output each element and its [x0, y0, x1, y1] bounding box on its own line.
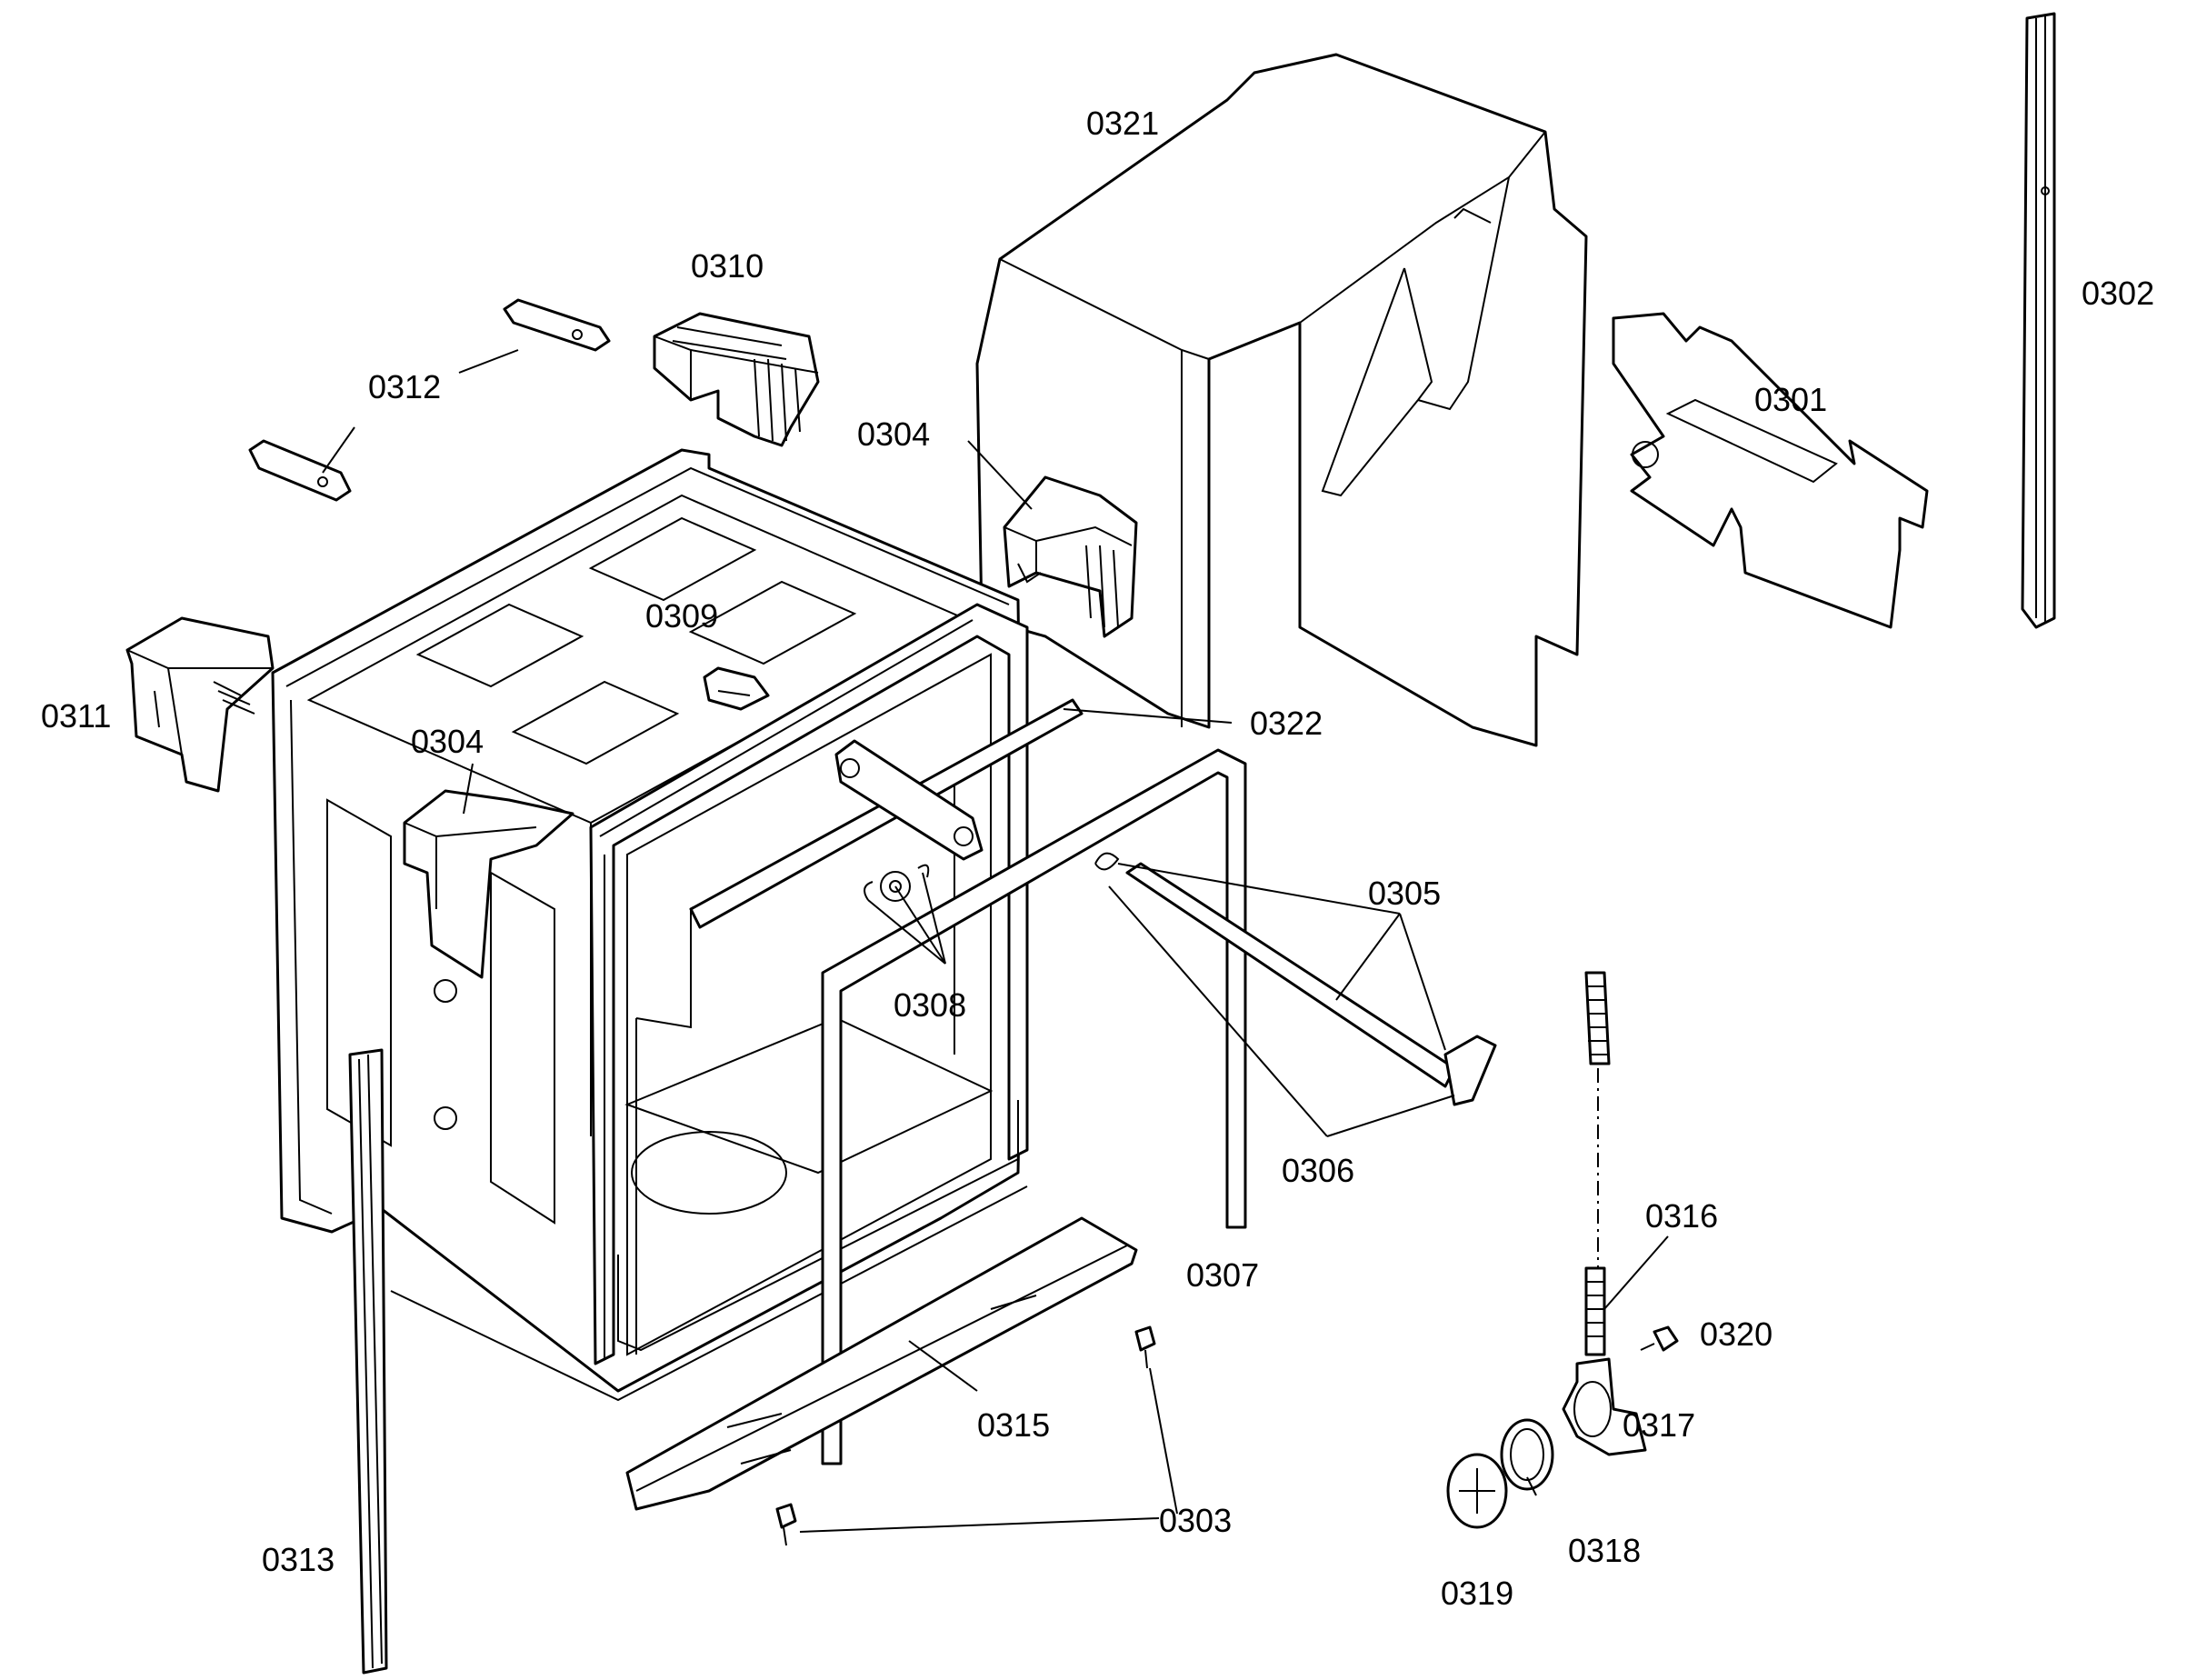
- part-0312-bracket-lower: [248, 439, 352, 502]
- part-0309-clip: [703, 666, 770, 711]
- label-0303: 0303: [1159, 1502, 1232, 1539]
- part-0307-door-seal: [821, 748, 1247, 1465]
- part-0320-screw: [1640, 1325, 1679, 1352]
- label-0313: 0313: [262, 1541, 335, 1578]
- part-0301-heat-shield: [1612, 312, 1929, 629]
- label-0308: 0308: [894, 986, 966, 1024]
- label-0321: 0321: [1086, 105, 1159, 142]
- part-0315-base-plate: [625, 1216, 1138, 1511]
- label-0318: 0318: [1568, 1532, 1641, 1569]
- part-0317-drain-fitting: [1562, 1357, 1647, 1456]
- part-0316-drain-hose: [1584, 971, 1611, 1356]
- label-0311: 0311: [41, 697, 111, 735]
- part-0303-screw-right: [1134, 1325, 1156, 1369]
- label-0309: 0309: [645, 597, 718, 635]
- label-0307: 0307: [1186, 1256, 1259, 1294]
- label-0306: 0306: [1282, 1152, 1354, 1189]
- label-0310: 0310: [691, 247, 764, 285]
- part-0322-frame-rail: [689, 698, 1084, 929]
- label-0304-lower: 0304: [411, 723, 484, 760]
- part-0304-junction-box-lower: [403, 789, 574, 1130]
- part-0305-spring-rod: [1094, 852, 1497, 1106]
- part-0310-module-bracket: [653, 312, 820, 447]
- hinge-bracket: [834, 739, 984, 861]
- label-0305: 0305: [1368, 875, 1441, 912]
- part-0319-cap: [1446, 1453, 1508, 1529]
- part-0321-insulation-cover: [975, 53, 1588, 747]
- label-0320: 0320: [1700, 1315, 1773, 1353]
- label-0322: 0322: [1250, 705, 1323, 742]
- label-0302: 0302: [2082, 275, 2154, 312]
- part-0313-side-trim-strip: [348, 1048, 388, 1675]
- label-0319: 0319: [1441, 1575, 1513, 1612]
- part-0318-seal-ring: [1500, 1418, 1554, 1491]
- leader-lines: [322, 349, 1669, 1533]
- label-0304-upper: 0304: [857, 415, 930, 453]
- label-0312: 0312: [368, 368, 441, 405]
- label-0301: 0301: [1754, 381, 1827, 418]
- label-0315: 0315: [977, 1406, 1050, 1444]
- part-0308-washer-set: [864, 864, 930, 902]
- part-0302-side-trim-strip: [2021, 12, 2056, 629]
- label-0316: 0316: [1645, 1197, 1718, 1235]
- label-0317: 0317: [1623, 1406, 1695, 1444]
- part-labels: 0321 0302 0301 0310 0304 0312 0309 0311 …: [41, 105, 2154, 1612]
- part-0303-screw-left: [775, 1503, 797, 1546]
- part-0312-bracket-upper: [503, 298, 611, 352]
- part-0311-module-bracket: [125, 616, 275, 793]
- part-0304-junction-box-upper: [1003, 475, 1138, 638]
